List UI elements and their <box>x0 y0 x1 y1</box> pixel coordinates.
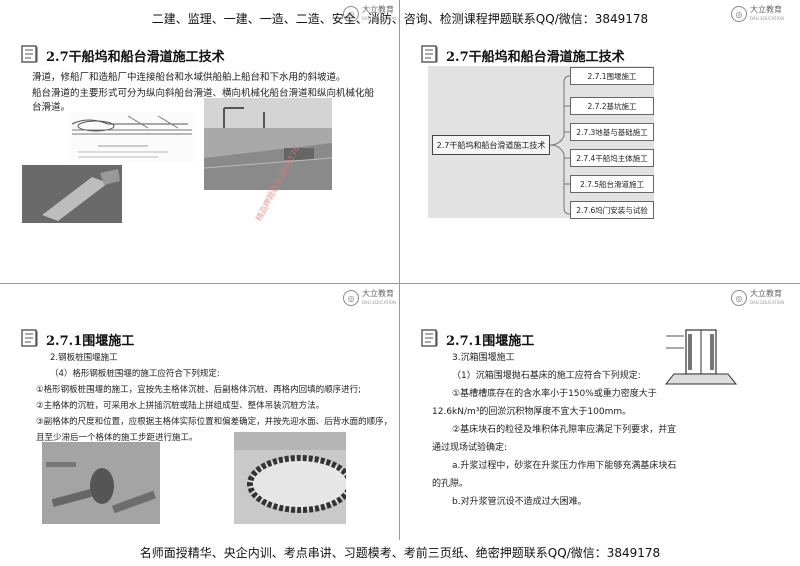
text-line: 通过现场试验确定: <box>432 443 508 453</box>
text-line: 2.钢板桩围堰施工 <box>50 353 118 363</box>
logo-icon: ◎ <box>343 290 359 306</box>
logo-icon: ◎ <box>731 6 747 22</box>
mindmap-node: 2.7.5船台滑道施工 <box>570 175 654 193</box>
book-icon <box>21 45 38 63</box>
text-line: （1）沉箱围堰抛石基床的施工应符合下列规定: <box>452 371 641 381</box>
slipway-diagram <box>68 112 196 162</box>
book-icon <box>421 329 438 347</box>
bottom-banner: 名师面授精华、央企内训、考点串讲、习题模考、考前三页纸、绝密押题联系QQ/微信：… <box>139 546 661 560</box>
text-line: ③副格体的尺度和位置，应根据主格体实际位置和偏差确定，并按先迎水面、后背水面的顺… <box>36 417 393 427</box>
text-line: ②主格体的沉桩，可采用水上拼插沉桩或陆上拼组成型、整体吊装沉桩方法。 <box>36 401 325 411</box>
mindmap-connectors <box>549 75 571 215</box>
text-line: 3.沉箱围堰施工 <box>452 353 515 363</box>
slide-title: 2.7干船坞和船台滑道施工技术 <box>446 50 625 65</box>
paragraph: 台滑道。 <box>32 102 71 113</box>
horizontal-divider <box>0 283 800 284</box>
text-line: ①格形钢板桩围堰的施工，宜按先主格体沉桩、后副格体沉桩、再格内回填的顺序进行; <box>36 385 361 395</box>
book-icon <box>421 45 438 63</box>
text-line: （4）格形钢板桩围堰的施工应符合下列规定: <box>50 369 220 379</box>
text-line: a.升浆过程中，砂浆在升浆压力作用下能够充满基床块石 <box>452 461 677 471</box>
mindmap-node: 2.7.6坞门安装与试验 <box>570 201 654 219</box>
paragraph: 船台滑道的主要形式可分为纵向斜船台滑道、横向机械化船台滑道和纵向机械化船 <box>32 88 375 99</box>
mindmap-node: 2.7.2基坑施工 <box>570 97 654 115</box>
slide-title: 2.7干船坞和船台滑道施工技术 <box>46 50 225 65</box>
mindmap-node: 2.7.1围堰施工 <box>570 67 654 85</box>
text-line: ②基床块石的粒径及堆积体孔隙率应满足下列要求，并宜 <box>452 425 677 435</box>
text-line: 且至少滞后一个格体的施工步距进行施工。 <box>36 433 198 443</box>
cofferdam-ring-photo <box>234 432 346 524</box>
text-line: 的孔隙。 <box>432 479 469 489</box>
shipyard-photo <box>204 98 332 190</box>
text-line: 12.6kN/m³的回淤沉积物厚度不宜大于100mm。 <box>432 407 632 417</box>
mindmap-node: 2.7.4干船坞主体施工 <box>570 149 654 167</box>
paragraph: 滑道，修船厂和造船厂中连接船台和水域供船舶上船台和下水用的斜坡道。 <box>32 72 346 83</box>
mindmap-node: 2.7.3地基与基础施工 <box>570 123 654 141</box>
caisson-section-diagram <box>664 329 738 385</box>
slipway-photo <box>22 165 122 223</box>
cofferdam-photo <box>42 442 160 524</box>
text-line: ①基槽槽底存在的含水率小于150%或重力密度大于 <box>452 389 657 399</box>
book-icon <box>21 329 38 347</box>
logo-icon: ◎ <box>343 6 359 22</box>
slide-title: 2.7.1围堰施工 <box>446 334 535 349</box>
slide-title: 2.7.1围堰施工 <box>46 334 135 349</box>
logo-icon: ◎ <box>731 290 747 306</box>
vertical-divider <box>399 0 400 540</box>
mindmap-root: 2.7干船坞和船台滑道施工技术 <box>432 135 550 155</box>
text-line: b.对升浆管沉设不造成过大困难。 <box>452 497 587 507</box>
